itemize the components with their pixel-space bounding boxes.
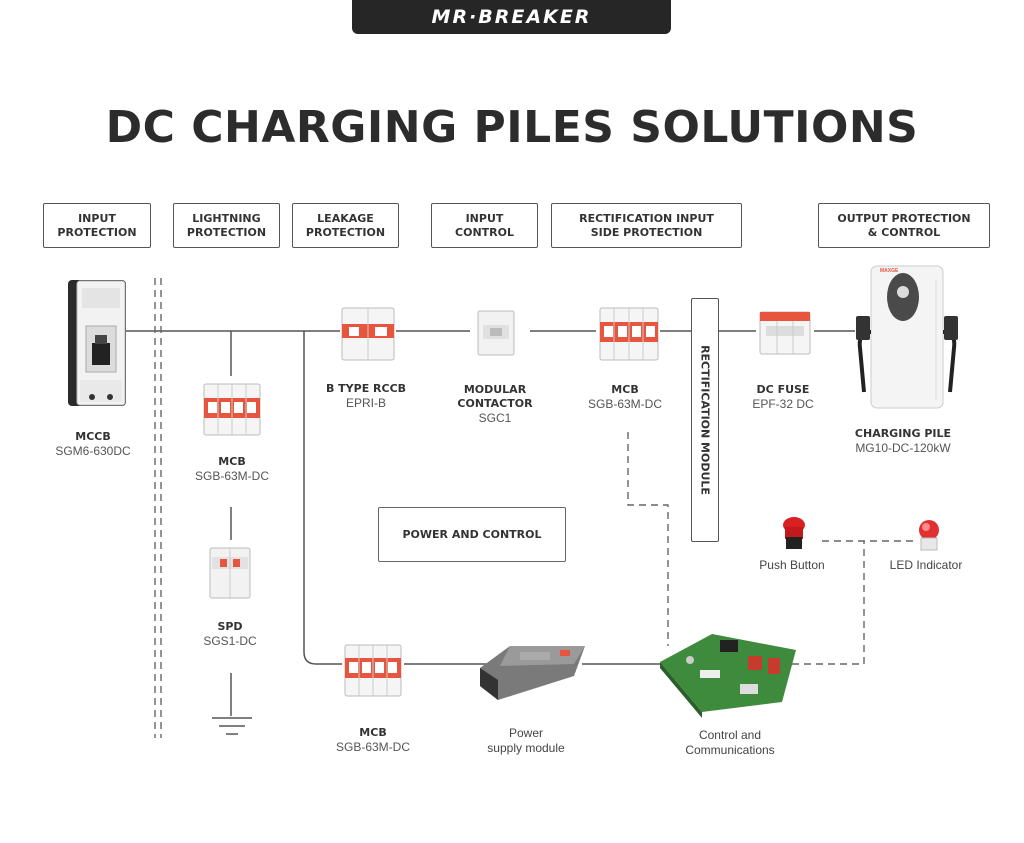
- mcb-rect-name: MCB: [611, 383, 639, 396]
- dc-fuse-name: DC FUSE: [756, 383, 810, 396]
- category-lightning-protection: LIGHTNING PROTECTION: [173, 203, 280, 248]
- ground-symbol: [212, 717, 252, 735]
- mcb-power-name: MCB: [359, 726, 387, 739]
- push-button-device-image: [783, 517, 805, 549]
- power-supply-label: Power supply module: [466, 726, 586, 756]
- push-button-text: Push Button: [759, 558, 825, 572]
- led-indicator-label: LED Indicator: [876, 558, 976, 573]
- mcb-rect-label: MCB SGB-63M-DC: [570, 383, 680, 412]
- spd-name: SPD: [217, 620, 243, 633]
- rccb-name: B TYPE RCCB: [325, 382, 407, 395]
- mcb-rect-model: SGB-63M-DC: [587, 397, 662, 411]
- brand-tab: MR·BREAKER: [352, 0, 671, 34]
- rccb-model: EPRI-B: [345, 396, 386, 410]
- mccb-name: MCCB: [75, 430, 111, 443]
- power-supply-text: Power supply module: [487, 726, 565, 755]
- dc-fuse-device-image: [759, 311, 811, 355]
- category-leakage-protection: LEAKAGE PROTECTION: [292, 203, 399, 248]
- push-button-label: Push Button: [744, 558, 840, 573]
- rccb-label: B TYPE RCCB EPRI-B: [311, 382, 421, 411]
- charging-pile-device-image: MAXGE: [856, 265, 958, 409]
- rectification-module: RECTIFICATION MODULE: [691, 298, 719, 542]
- mcb-lightning-label: MCB SGB-63M-DC: [178, 455, 286, 484]
- mcb-lightning-device-image: [203, 383, 261, 436]
- rccb-device-image: [341, 307, 395, 361]
- control-board-label: Control and Communications: [668, 728, 792, 758]
- mcb-lightning-name: MCB: [218, 455, 246, 468]
- charging-pile-model: MG10-DC-120kW: [855, 441, 951, 455]
- mcb-power-device-image: [344, 644, 402, 697]
- power-and-control-box: POWER AND CONTROL: [378, 507, 566, 562]
- spd-label: SPD SGS1-DC: [176, 620, 284, 649]
- charging-pile-name: CHARGING PILE: [854, 427, 952, 440]
- category-input-control: INPUT CONTROL: [431, 203, 538, 248]
- spd-model: SGS1-DC: [203, 634, 257, 648]
- mccb-model: SGM6-630DC: [55, 444, 131, 458]
- led-indicator-device-image: [919, 520, 939, 551]
- dc-fuse-label: DC FUSE EPF-32 DC: [728, 383, 838, 412]
- mccb-device-image: [68, 280, 126, 406]
- contactor-name: MODULAR CONTACTOR: [457, 383, 533, 410]
- mcb-power-model: SGB-63M-DC: [335, 740, 410, 754]
- category-output-protection: OUTPUT PROTECTION & CONTROL: [818, 203, 990, 248]
- mccb-label: MCCB SGM6-630DC: [39, 430, 147, 459]
- dc-fuse-model: EPF-32 DC: [752, 397, 814, 411]
- charging-pile-label: CHARGING PILE MG10-DC-120kW: [838, 427, 968, 456]
- control-board-device-image: [660, 634, 796, 718]
- category-input-protection: INPUT PROTECTION: [43, 203, 151, 248]
- mcb-lightning-model: SGB-63M-DC: [194, 469, 269, 483]
- control-board-text: Control and Communications: [685, 728, 775, 757]
- page-title: DC CHARGING PILES SOLUTIONS: [105, 102, 919, 153]
- contactor-label: MODULAR CONTACTOR SGC1: [440, 383, 550, 426]
- power-supply-device-image: [480, 646, 585, 700]
- pile-brand-text: MAXGE: [880, 268, 899, 274]
- category-rectification-input: RECTIFICATION INPUT SIDE PROTECTION: [551, 203, 742, 248]
- led-indicator-text: LED Indicator: [889, 558, 963, 572]
- spd-device-image: [209, 547, 251, 599]
- mcb-rect-device-image: [599, 307, 659, 361]
- contactor-model: SGC1: [478, 411, 512, 425]
- brand-logo-text: MR·BREAKER: [431, 6, 592, 28]
- mcb-power-label: MCB SGB-63M-DC: [318, 726, 428, 755]
- contactor-device-image: [477, 310, 515, 356]
- dashed-signal-lines: [154, 278, 918, 738]
